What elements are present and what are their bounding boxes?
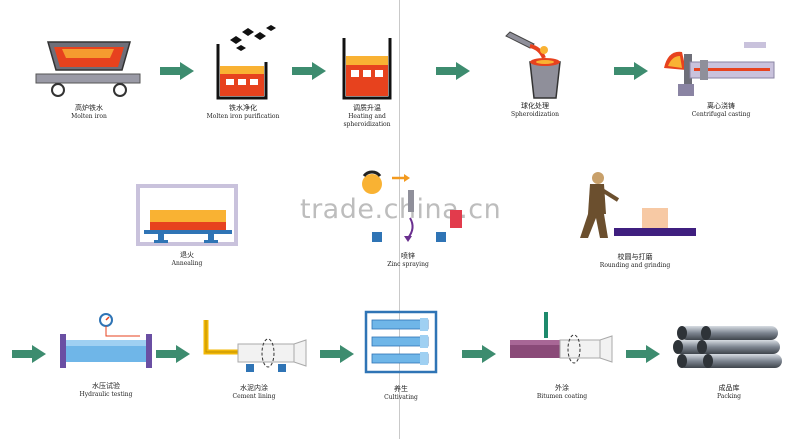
flow-arrow-9 [626,345,660,363]
step-label-en: Molten iron purification [206,113,280,120]
flow-arrow-8 [462,345,496,363]
step-spheroidization: 球化处理 Spheroidization [500,28,570,130]
step-label-zh: 离心浇铸 [707,102,735,110]
step-molten-iron: 高炉铁水 Molten iron [34,38,144,130]
step-heating-and-spheroidization: 调质升温 Heating and spheroidization [342,36,392,136]
step-zinc-spraying: 喷锌 Zinc spraying [352,170,464,276]
step-bitumen-coating: 外涂 Bitumen coating [508,310,616,408]
step-label-en: Heating and spheroidization [343,113,391,128]
step-label-zh: 养生 [394,385,408,393]
step-packing: 成品库 Packing [672,322,786,408]
flow-arrow-3 [436,62,470,80]
step-label-en: Centrifugal casting [691,111,751,118]
flow-arrow-7 [320,345,354,363]
step-label-zh: 球化处理 [520,102,549,110]
step-label-en: Annealing [171,260,203,267]
centrifugal-machine-icon [664,42,775,96]
step-annealing: 退火 Annealing [136,184,238,276]
step-label-zh: 外涂 [554,384,569,392]
curing-rack-icon [364,310,438,374]
bitumen-coating-icon [510,312,613,364]
annealing-oven-icon [136,184,238,246]
flow-arrow-6 [156,345,190,363]
cement-lining-icon [203,320,307,372]
grinding-worker-icon [580,172,696,238]
step-label-zh: 铁水净化 [228,104,257,112]
step-label-en: Packing [717,393,741,400]
watermark: trade.china.cn [300,194,502,225]
heating-furnace-icon [342,38,392,100]
flow-arrow-1 [160,62,194,80]
step-label-zh: 调质升温 [353,104,381,112]
ladle-cart-icon [35,41,141,97]
step-hydraulic-testing: 水压试验 Hydraulic testing [60,312,152,408]
pouring-bucket-icon [505,31,561,99]
step-rounding-and-grinding: 校圆与打磨 Rounding and grinding [570,170,700,276]
step-label-zh: 校圆与打磨 [617,253,653,261]
step-label-zh: 喷锌 [400,252,415,260]
step-centrifugal-casting: 离心浇铸 Centrifugal casting [660,40,782,130]
zinc-spray-icon [362,170,462,242]
step-label-en: Cement lining [232,393,276,400]
step-cement-lining: 水泥内涂 Cement lining [198,318,310,408]
flow-arrow-5 [12,345,46,363]
step-label-en: Spheroidization [510,111,560,118]
step-label-en: Bitumen coating [536,393,588,400]
step-cultivating: 养生 Cultivating [364,310,438,408]
step-label-en: Hydraulic testing [79,391,133,398]
step-label-en: Rounding and grinding [599,262,671,269]
step-label-zh: 高炉铁水 [74,104,103,112]
step-label-zh: 水压试验 [92,382,120,390]
step-molten-iron-purification: 铁水净化 Molten iron purification [206,22,280,130]
step-label-zh: 退火 [179,251,194,259]
furnace-smoke-icon [216,25,276,100]
step-label-zh: 水泥内涂 [239,384,268,392]
center-divider [399,0,400,439]
pipe-stack-icon [673,326,782,368]
step-label-en: Cultivating [384,394,418,401]
flow-arrow-2 [292,62,326,80]
flow-arrow-4 [614,62,648,80]
step-label-en: Zinc spraying [387,261,429,268]
step-label-zh: 成品库 [718,384,740,392]
step-label-en: Molten iron [71,113,107,120]
pressure-test-icon [60,313,152,368]
